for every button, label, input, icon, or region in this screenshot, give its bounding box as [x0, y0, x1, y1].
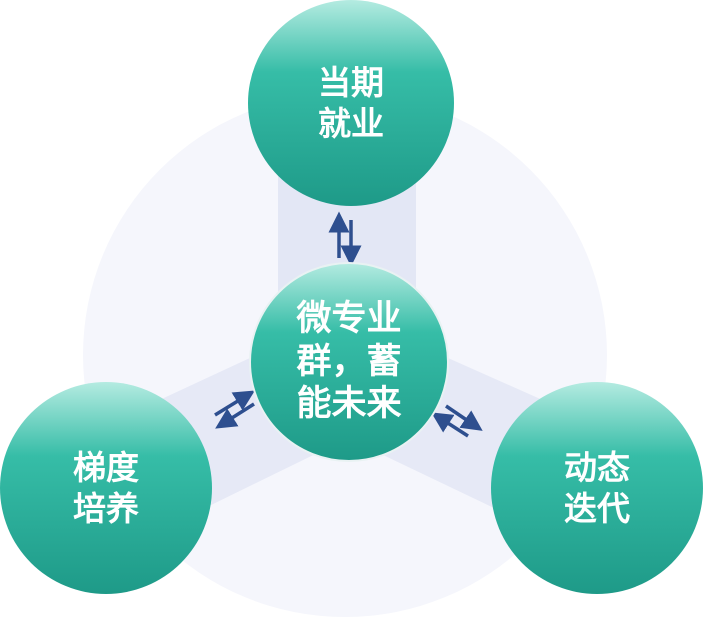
node-left-circle — [0, 382, 212, 594]
node-left-label: 梯度 培养 — [73, 447, 139, 528]
node-right-label: 动态 迭代 — [564, 447, 630, 528]
node-top-circle — [248, 0, 454, 206]
node-top-label: 当期 就业 — [318, 62, 384, 143]
arrows-right — [431, 404, 483, 438]
arrows-top — [328, 211, 362, 267]
arrows-left — [214, 390, 255, 429]
node-right-circle — [491, 382, 703, 594]
center-label: 微专业 群，蓄 能未来 — [296, 298, 402, 425]
center-circle — [249, 262, 449, 462]
